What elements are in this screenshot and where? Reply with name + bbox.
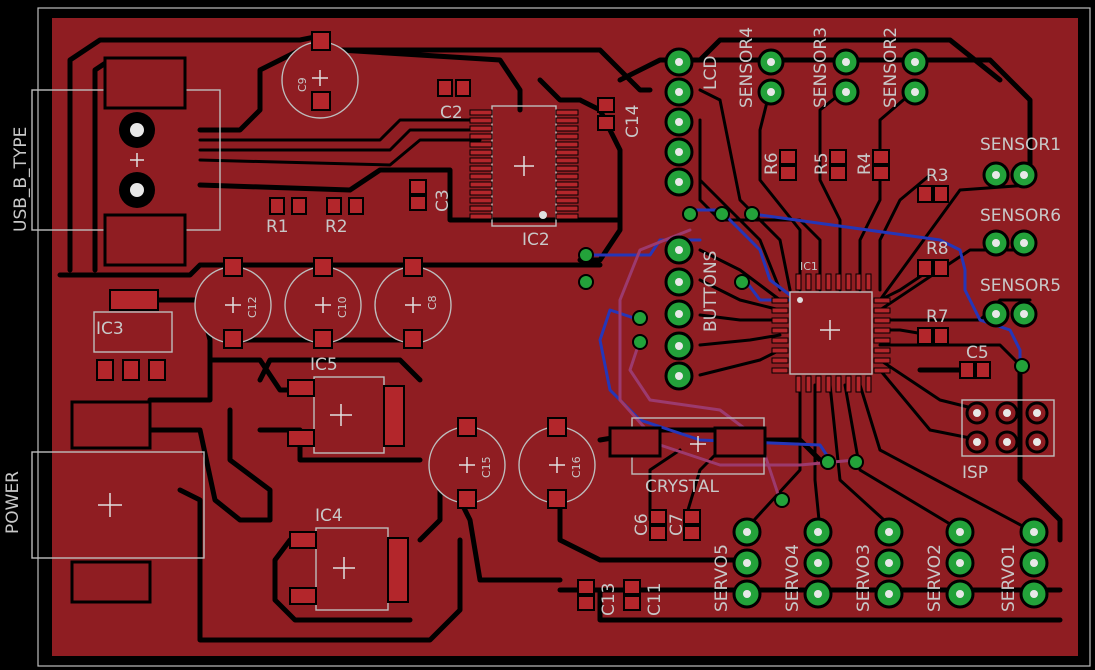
c6-label: C6: [632, 513, 652, 536]
servo-headers: SERVO5 SERVO4 SERVO3 SERVO2 SERVO1: [712, 517, 1049, 612]
r5-label: R5: [812, 152, 832, 175]
c2-label: C2: [440, 103, 463, 123]
r1-label: R1: [266, 217, 289, 237]
ic3-label: IC3: [96, 319, 124, 339]
lcd-label: LCD: [701, 56, 721, 90]
r4-label: R4: [855, 152, 875, 175]
c3-label: C3: [433, 189, 453, 212]
sensor2-label: SENSOR2: [881, 27, 901, 108]
sensor4-label: SENSOR4: [737, 27, 757, 108]
buttons-header: BUTTONS: [664, 235, 721, 391]
c12-label: C12: [246, 296, 259, 318]
isp-label: ISP: [962, 463, 988, 483]
c14-label: C14: [623, 104, 643, 138]
c8-label: C8: [426, 295, 439, 310]
ic4-regulator: IC4: [289, 506, 409, 611]
c9-label: C9: [296, 77, 309, 92]
top-traces: [57, 33, 1063, 643]
sensor3-label: SENSOR3: [811, 27, 831, 108]
r6-label: R6: [762, 152, 782, 175]
vias: [578, 206, 1030, 508]
r7-label: R7: [926, 307, 949, 327]
c7-label: C7: [667, 513, 687, 536]
ic5-regulator: IC5: [287, 355, 405, 454]
c16-label: C16: [570, 456, 583, 478]
ic2-chip: IC2: [469, 105, 579, 250]
servo3-label: SERVO3: [854, 544, 874, 612]
r8-label: R8: [926, 239, 949, 259]
power-connector: POWER: [3, 400, 205, 604]
ic4-label: IC4: [315, 506, 343, 526]
c10-label: C10: [336, 296, 349, 318]
r2-label: R2: [325, 217, 348, 237]
smd-passives: R1 R2 C2 C3 C14 R6 R5 R4 R3 R8 R7 C5 C6 …: [266, 79, 991, 616]
isp-header: ISP: [961, 399, 1055, 483]
c11-label: C11: [645, 582, 665, 616]
c5-label: C5: [966, 343, 989, 363]
sensor5-label: SENSOR5: [980, 276, 1061, 296]
power-label: POWER: [3, 471, 23, 534]
c15-label: C15: [480, 456, 493, 478]
board-outline: [37, 7, 1091, 667]
servo1-label: SERVO1: [999, 544, 1019, 612]
c13-label: C13: [599, 582, 619, 616]
ic2-label: IC2: [522, 230, 550, 250]
ic1-label: IC1: [800, 260, 818, 273]
ic5-label: IC5: [310, 355, 338, 375]
ic1-chip: IC1: [771, 260, 891, 393]
r3-label: R3: [926, 166, 949, 186]
usb-label: USB_B_TYPE: [11, 127, 31, 232]
ic3-regulator: IC3: [93, 289, 173, 381]
electrolytic-caps: C9 C12 C10 C8 C15 C16: [194, 31, 596, 509]
servo5-label: SERVO5: [712, 544, 732, 612]
usb-connector: USB_B_TYPE: [11, 56, 221, 267]
sensor-side-headers: SENSOR1 SENSOR6 SENSOR5: [980, 135, 1061, 328]
servo2-label: SERVO2: [925, 544, 945, 612]
sensor6-label: SENSOR6: [980, 206, 1061, 226]
sensor1-label: SENSOR1: [980, 135, 1061, 155]
sensor-top-headers: SENSOR4 SENSOR3 SENSOR2: [737, 27, 929, 108]
lcd-header: LCD: [664, 47, 721, 197]
buttons-label: BUTTONS: [701, 251, 721, 332]
servo4-label: SERVO4: [783, 544, 803, 612]
crystal-label: CRYSTAL: [645, 477, 719, 497]
crystal: CRYSTAL: [608, 417, 767, 497]
